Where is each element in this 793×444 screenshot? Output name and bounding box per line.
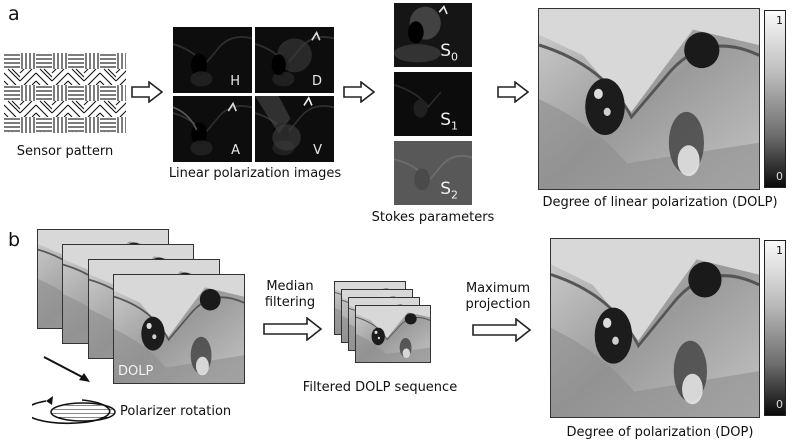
- linear-polarization-image-v: V: [255, 96, 334, 162]
- dop-caption: Degree of polarization (DOP): [566, 425, 754, 440]
- dolp-colorbar-bottom-label: 0: [776, 170, 783, 183]
- panel-a-letter: a: [8, 3, 20, 25]
- dop-image: [550, 238, 760, 418]
- stokes-caption: Stokes parameters: [371, 210, 495, 225]
- hollow-right-arrow-icon: [343, 80, 376, 107]
- dop-colorbar-bottom-label: 0: [776, 398, 783, 411]
- dop-colorbar: [764, 240, 786, 416]
- polarizer-disc-icon: [48, 401, 118, 427]
- maximum-projection-label-line1: Maximum: [465, 281, 531, 296]
- maximum-projection-label-line2: projection: [465, 297, 531, 312]
- polarizer-rotation-caption: Polarizer rotation: [120, 404, 232, 419]
- hollow-right-arrow-icon: [472, 317, 532, 346]
- dop-colorbar-top-label: 1: [776, 244, 783, 257]
- sensor-pattern-caption: Sensor pattern: [16, 144, 114, 159]
- stokes-label-s2: S2: [440, 178, 458, 201]
- hollow-right-arrow-icon: [497, 80, 530, 107]
- hollow-right-arrow-icon: [263, 316, 323, 345]
- stokes-label-s1: S1: [440, 109, 458, 132]
- sensor-pattern-image: [4, 53, 126, 133]
- dolp-colorbar: [764, 10, 786, 188]
- linear-polarization-image-h: H: [173, 27, 252, 93]
- dolp-caption: Degree of linear polarization (DOLP): [542, 195, 778, 210]
- tile-label-d: D: [311, 74, 322, 89]
- median-filtering-label-line1: Median: [266, 279, 314, 294]
- hollow-right-arrow-icon: [131, 80, 164, 107]
- stokes-image-s0: S0: [394, 3, 472, 67]
- linear-polarization-image-d: D: [255, 27, 334, 93]
- dolp-colorbar-top-label: 1: [776, 14, 783, 27]
- dolp-stack-frame-4: DOLP: [113, 274, 245, 384]
- tile-label-h: H: [230, 74, 240, 89]
- dolp-frame-label: DOLP: [118, 364, 154, 379]
- median-filtering-label-line2: filtering: [264, 295, 316, 310]
- stokes-label-s0: S0: [440, 40, 458, 63]
- panel-b-letter: b: [8, 229, 21, 251]
- tile-label-v: V: [313, 143, 322, 158]
- linear-polarization-image-a: A: [173, 96, 252, 162]
- linear-polarization-caption: Linear polarization images: [168, 166, 342, 181]
- filtered-stack-frame-4: [355, 305, 431, 363]
- dolp-image: [538, 8, 760, 190]
- tile-label-a: A: [231, 143, 240, 158]
- stokes-image-s1: S1: [394, 72, 472, 136]
- diagonal-arrow-icon: [42, 355, 94, 389]
- stokes-image-s2: S2: [394, 141, 472, 205]
- filtered-sequence-caption: Filtered DOLP sequence: [302, 380, 458, 395]
